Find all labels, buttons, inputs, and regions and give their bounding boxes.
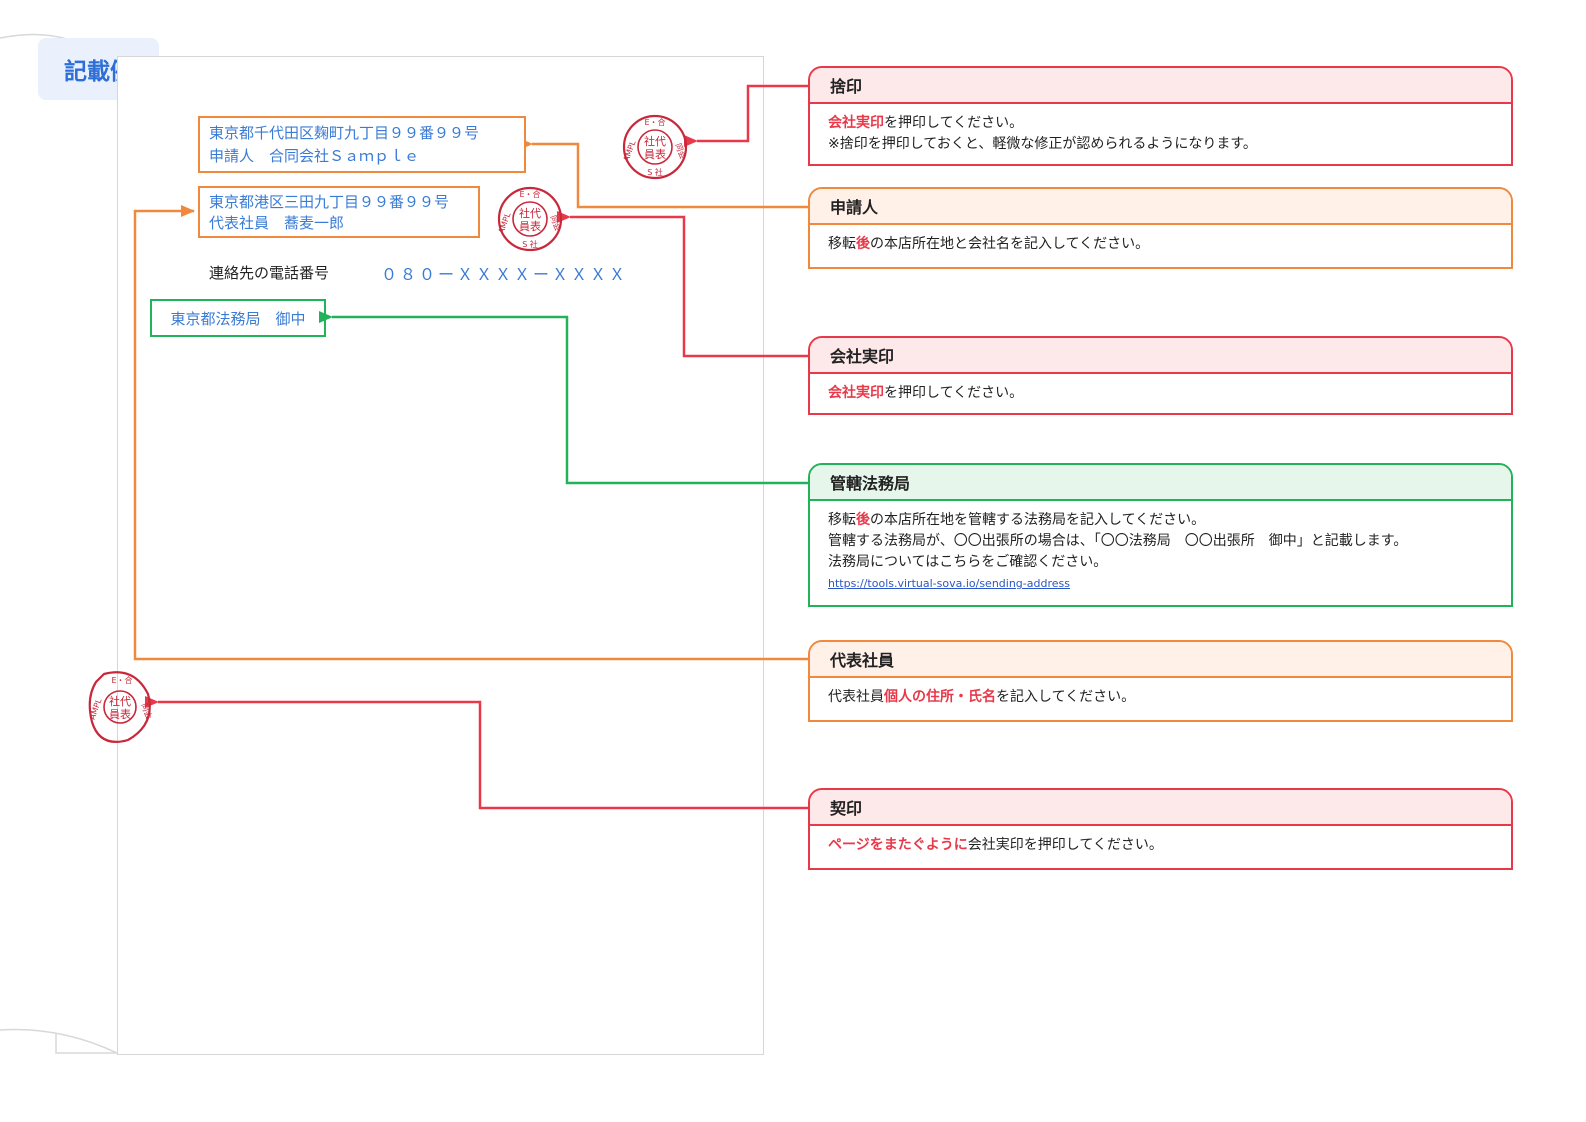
callout-kei-in: 契印 ページをまたぐように会社実印を押印してください。 bbox=[808, 788, 1513, 870]
callout-representative-body: 代表社員個人の住所・氏名を記入してください。 bbox=[810, 678, 1511, 718]
svg-text:員表: 員表 bbox=[109, 707, 131, 721]
callout-company-seal: 会社実印 会社実印を押印してください。 bbox=[808, 336, 1513, 415]
callout-bureau-pre: 移転 bbox=[828, 512, 856, 528]
connector-kei-in bbox=[145, 696, 808, 810]
callout-sute-in-text2: ※捨印を押印しておくと、軽微な修正が認められるようになります。 bbox=[828, 136, 1257, 152]
callout-kei-in-text: 会社実印を押印してください。 bbox=[967, 837, 1163, 853]
callout-representative-highlight: 個人の住所・氏名 bbox=[884, 689, 996, 705]
bureau-link[interactable]: https://tools.virtual-sova.io/sending-ad… bbox=[828, 577, 1070, 590]
callout-bureau-title: 管轄法務局 bbox=[810, 465, 1511, 501]
callout-bureau-highlight: 後 bbox=[856, 512, 870, 528]
callout-applicant-pre: 移転 bbox=[828, 236, 856, 252]
callout-applicant-highlight: 後 bbox=[856, 236, 870, 252]
bureau-box: 東京都法務局 御中 bbox=[150, 299, 326, 337]
callout-representative-pre: 代表社員 bbox=[828, 689, 884, 705]
callout-representative: 代表社員 代表社員個人の住所・氏名を記入してください。 bbox=[808, 640, 1513, 722]
company-seal-stamp: 社代 員表 E・合 AMPL 同会 S 社 bbox=[497, 186, 563, 252]
callout-bureau-line3: 法務局についてはこちらをご確認ください。 bbox=[828, 554, 1108, 570]
callout-sute-in: 捨印 会社実印を押印してください。 ※捨印を押印しておくと、軽微な修正が認められ… bbox=[808, 66, 1513, 166]
svg-text:同会: 同会 bbox=[139, 702, 154, 720]
representative-box: 東京都港区三田九丁目９９番９９号 代表社員 蕎麦一郎 bbox=[198, 186, 480, 238]
callout-representative-post: を記入してください。 bbox=[996, 689, 1136, 705]
kei-in-stamp: 社代 員表 E・合 AMPL 同会 bbox=[88, 671, 154, 743]
callout-sute-in-highlight: 会社実印 bbox=[828, 115, 884, 131]
svg-text:S 社: S 社 bbox=[647, 167, 663, 177]
callout-applicant-post: の本店所在地と会社名を記入してください。 bbox=[870, 236, 1150, 252]
callout-kei-in-highlight: ページをまたぐように bbox=[828, 837, 968, 853]
callout-sute-in-title: 捨印 bbox=[810, 68, 1511, 104]
callout-applicant: 申請人 移転後の本店所在地と会社名を記入してください。 bbox=[808, 187, 1513, 269]
connector-bureau bbox=[319, 311, 808, 485]
callout-company-seal-text: を押印してください。 bbox=[884, 385, 1024, 401]
svg-text:員表: 員表 bbox=[644, 147, 666, 161]
callout-applicant-body: 移転後の本店所在地と会社名を記入してください。 bbox=[810, 225, 1511, 265]
connector-applicant bbox=[519, 138, 808, 209]
callout-applicant-title: 申請人 bbox=[810, 189, 1511, 225]
applicant-name: 申請人 合同会社Ｓａｍｐｌｅ bbox=[209, 147, 420, 165]
callout-bureau-line2: 管轄する法務局が、〇〇出張所の場合は、「〇〇法務局 〇〇出張所 御中」と記載しま… bbox=[828, 533, 1408, 549]
svg-text:社代: 社代 bbox=[644, 134, 666, 148]
callout-bureau-body: 移転後の本店所在地を管轄する法務局を記入してください。 管轄する法務局が、〇〇出… bbox=[810, 501, 1511, 604]
callout-company-seal-highlight: 会社実印 bbox=[828, 385, 884, 401]
phone-label: 連絡先の電話番号 bbox=[209, 264, 330, 282]
svg-text:員表: 員表 bbox=[519, 219, 541, 233]
sute-in-stamp: 社代 員表 E・合 AMPL 同会 S 社 bbox=[622, 114, 688, 180]
applicant-address: 東京都千代田区麹町九丁目９９番９９号 bbox=[209, 124, 480, 142]
callout-kei-in-title: 契印 bbox=[810, 790, 1511, 826]
representative-address: 東京都港区三田九丁目９９番９９号 bbox=[209, 193, 450, 211]
connector-representative bbox=[133, 205, 808, 661]
svg-text:社代: 社代 bbox=[519, 206, 541, 220]
callout-bureau-post: の本店所在地を管轄する法務局を記入してください。 bbox=[870, 512, 1206, 528]
callout-sute-in-body: 会社実印を押印してください。 ※捨印を押印しておくと、軽微な修正が認められるよう… bbox=[810, 104, 1511, 165]
bureau-text: 東京都法務局 御中 bbox=[170, 309, 306, 328]
svg-text:E・合: E・合 bbox=[519, 189, 540, 199]
svg-text:E・合: E・合 bbox=[644, 117, 665, 127]
applicant-box: 東京都千代田区麹町九丁目９９番９９号 申請人 合同会社Ｓａｍｐｌｅ bbox=[198, 116, 526, 173]
callout-company-seal-title: 会社実印 bbox=[810, 338, 1511, 374]
connector-company-seal bbox=[557, 211, 808, 358]
callout-sute-in-text1: を押印してください。 bbox=[884, 115, 1024, 131]
svg-text:E・合: E・合 bbox=[111, 675, 132, 685]
callout-bureau: 管轄法務局 移転後の本店所在地を管轄する法務局を記入してください。 管轄する法務… bbox=[808, 463, 1513, 607]
connector-sute-in bbox=[684, 84, 808, 147]
callout-kei-in-body: ページをまたぐように会社実印を押印してください。 bbox=[810, 826, 1511, 866]
svg-text:社代: 社代 bbox=[109, 694, 131, 708]
callout-representative-title: 代表社員 bbox=[810, 642, 1511, 678]
phone-value: ０８０ーＸＸＸＸーＸＸＸＸ bbox=[381, 265, 629, 284]
representative-name: 代表社員 蕎麦一郎 bbox=[209, 214, 345, 232]
svg-text:S 社: S 社 bbox=[522, 239, 538, 249]
callout-company-seal-body: 会社実印を押印してください。 bbox=[810, 374, 1511, 414]
